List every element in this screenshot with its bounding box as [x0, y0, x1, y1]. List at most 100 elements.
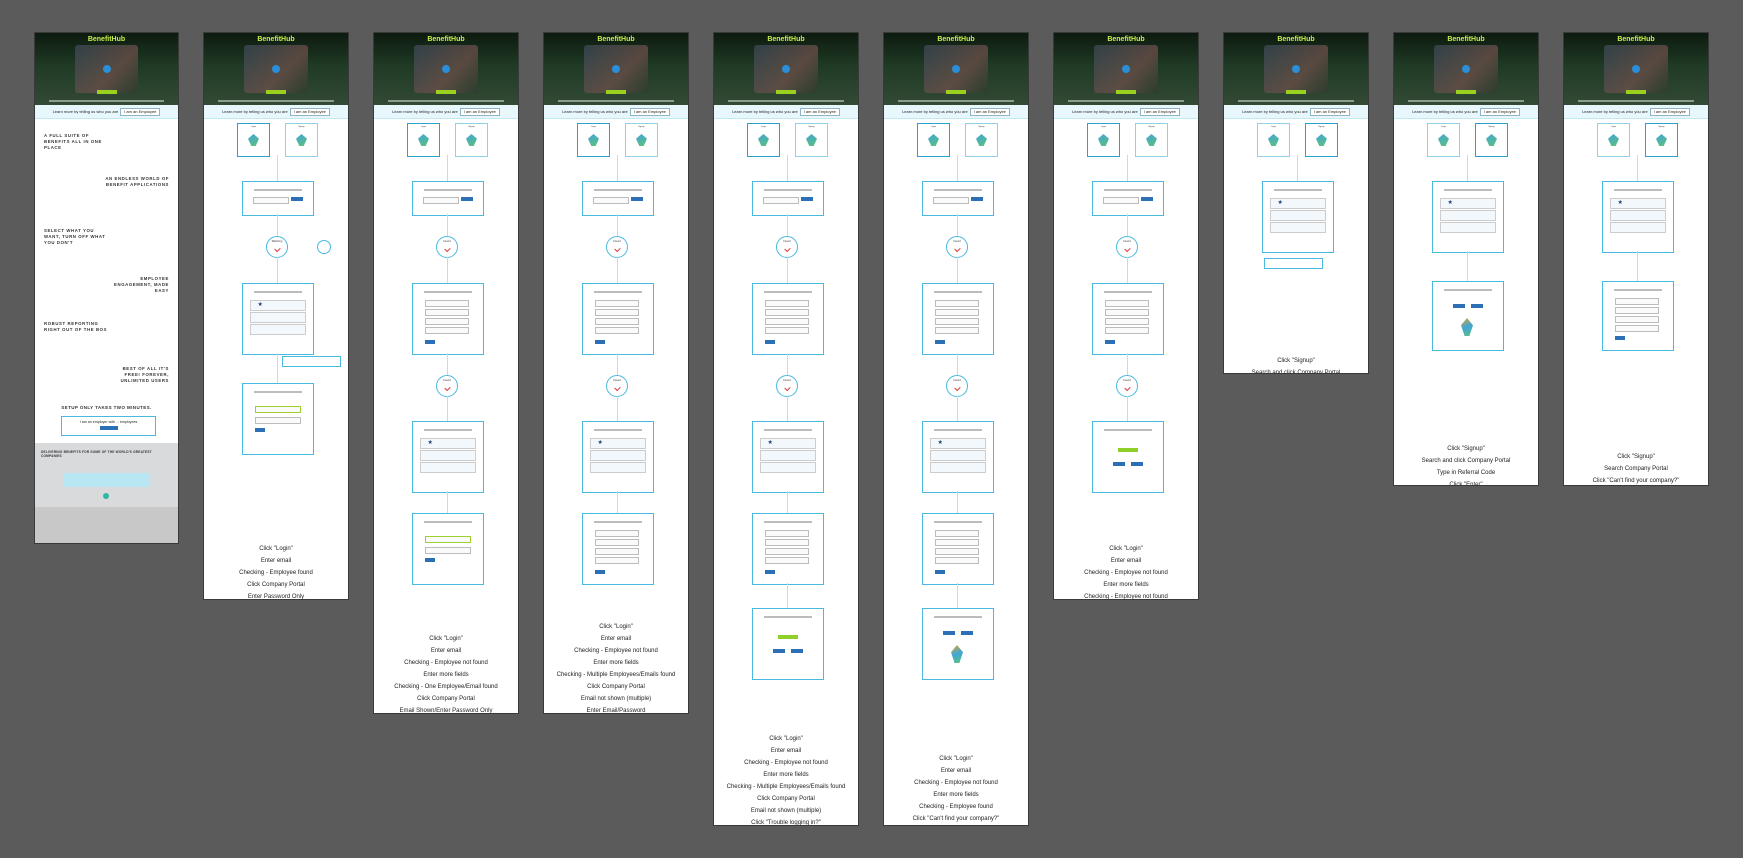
form-field[interactable] [935, 548, 979, 555]
login-card[interactable]: Login [1597, 123, 1630, 157]
form-field[interactable] [765, 318, 809, 325]
company-row[interactable] [1270, 210, 1326, 221]
logo[interactable]: BenefitHub [937, 36, 975, 43]
selected-company-row[interactable] [282, 356, 341, 367]
role-select-dropdown[interactable]: I am an Employee [969, 107, 1010, 116]
care-button[interactable] [961, 631, 973, 635]
form-field[interactable] [595, 318, 639, 325]
role-select-dropdown[interactable]: I am an Employee [1649, 107, 1690, 116]
get-started-button[interactable] [1286, 90, 1306, 94]
play-video-button[interactable] [1292, 65, 1300, 73]
logo[interactable]: BenefitHub [767, 36, 805, 43]
form-field[interactable] [1615, 298, 1659, 305]
company-row[interactable] [420, 462, 476, 473]
submit-button[interactable] [1141, 197, 1153, 201]
role-select-dropdown[interactable]: I am an Employee [120, 107, 161, 116]
role-select-dropdown[interactable]: I am an Employee [799, 107, 840, 116]
get-started-button[interactable] [946, 90, 966, 94]
login-card[interactable]: Login [1087, 123, 1120, 157]
form-field[interactable] [935, 300, 979, 307]
play-video-button[interactable] [1632, 65, 1640, 73]
signup-card[interactable]: Signup [285, 123, 318, 157]
logo[interactable]: BenefitHub [1447, 36, 1485, 43]
company-row[interactable] [590, 450, 646, 461]
form-field[interactable] [595, 309, 639, 316]
company-row[interactable] [1610, 222, 1666, 233]
submit-button[interactable] [461, 197, 473, 201]
explore-button[interactable] [1453, 304, 1465, 308]
company-row[interactable]: ★ [250, 300, 306, 311]
form-field[interactable] [425, 309, 469, 316]
form-field[interactable] [1105, 327, 1149, 334]
signup-button[interactable] [778, 635, 798, 639]
company-row[interactable] [590, 462, 646, 473]
form-field[interactable] [935, 557, 979, 564]
company-row[interactable] [250, 312, 306, 323]
continue-button[interactable] [1615, 336, 1625, 340]
form-field[interactable] [765, 300, 809, 307]
logo[interactable]: BenefitHub [1617, 36, 1655, 43]
email-field[interactable] [763, 197, 799, 204]
form-field[interactable] [595, 548, 639, 555]
logo[interactable]: BenefitHub [1277, 36, 1315, 43]
form-field[interactable] [935, 327, 979, 334]
signup-card[interactable]: Signup [795, 123, 828, 157]
form-field[interactable] [425, 318, 469, 325]
login-button[interactable] [255, 428, 265, 432]
play-video-button[interactable] [1462, 65, 1470, 73]
continue-button[interactable] [765, 570, 775, 574]
care-button[interactable] [1131, 462, 1143, 466]
password-field[interactable] [255, 406, 301, 413]
form-field[interactable] [1615, 325, 1659, 332]
continue-button[interactable] [1105, 340, 1115, 344]
form-field[interactable] [1615, 316, 1659, 323]
form-field[interactable] [1105, 309, 1149, 316]
form-field[interactable] [595, 539, 639, 546]
get-started-button[interactable] [1456, 90, 1476, 94]
play-video-button[interactable] [782, 65, 790, 73]
company-row[interactable] [930, 450, 986, 461]
company-row[interactable] [1440, 210, 1496, 221]
submit-button[interactable] [291, 197, 303, 201]
company-row[interactable]: ★ [590, 438, 646, 449]
email-field[interactable] [253, 197, 289, 204]
role-select-dropdown[interactable]: I am an Employee [459, 107, 500, 116]
login-card[interactable]: Login [917, 123, 950, 157]
company-row[interactable]: ★ [1270, 198, 1326, 209]
continue-button[interactable] [765, 340, 775, 344]
signup-card[interactable]: Signup [1305, 123, 1338, 157]
submit-button[interactable] [631, 197, 643, 201]
form-field[interactable] [425, 300, 469, 307]
form-field[interactable] [1105, 300, 1149, 307]
logo[interactable]: BenefitHub [1107, 36, 1145, 43]
care-button[interactable] [773, 649, 785, 653]
continue-button[interactable] [425, 340, 435, 344]
form-field[interactable] [595, 557, 639, 564]
get-started-button[interactable] [96, 90, 117, 94]
form-field[interactable] [935, 309, 979, 316]
get-started-button[interactable] [436, 90, 456, 94]
form-field[interactable] [765, 327, 809, 334]
role-select-dropdown[interactable]: I am an Employee [1479, 107, 1520, 116]
login-card[interactable]: Login [747, 123, 780, 157]
care-button[interactable] [791, 649, 803, 653]
play-video-button[interactable] [1122, 65, 1130, 73]
get-started-button[interactable] [1116, 90, 1136, 94]
get-started-button[interactable] [266, 90, 286, 94]
company-row[interactable]: ★ [760, 438, 816, 449]
company-row[interactable]: ★ [1610, 198, 1666, 209]
get-started-button[interactable] [606, 90, 626, 94]
form-field[interactable] [935, 539, 979, 546]
play-video-button[interactable] [442, 65, 450, 73]
submit-button[interactable] [801, 197, 813, 201]
testimonial-next-button[interactable] [103, 493, 109, 499]
role-select-dropdown[interactable]: I am an Employee [289, 107, 330, 116]
login-button[interactable] [425, 558, 435, 562]
company-row[interactable] [930, 462, 986, 473]
play-video-button[interactable] [102, 65, 111, 73]
continue-button[interactable] [595, 570, 605, 574]
form-field[interactable] [425, 327, 469, 334]
email-field[interactable] [933, 197, 969, 204]
company-row[interactable] [1610, 210, 1666, 221]
signup-card[interactable]: Signup [965, 123, 998, 157]
